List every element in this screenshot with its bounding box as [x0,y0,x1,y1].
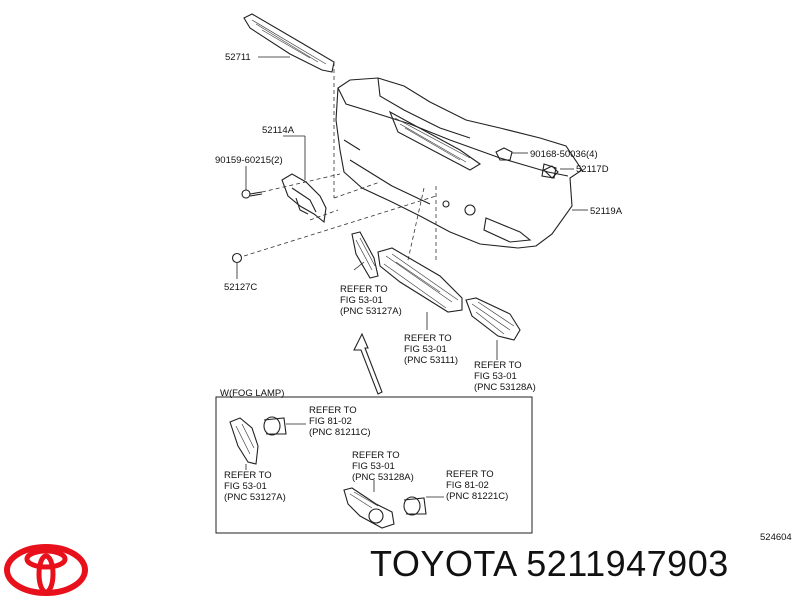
part-52114A-bracket [281,173,327,224]
label-52114A: 52114A [262,125,295,136]
fog-grille-left [229,417,259,465]
fog-ref-81211C: REFER TO FIG 81-02 (PNC 81211C) [309,405,371,438]
label-90159: 90159-60215(2) [215,155,283,166]
label-90168: 90168-50036(4) [530,149,598,160]
fog-lamp-variant-box [215,396,533,534]
fog-ref-53127A: REFER TO FIG 53-01 (PNC 53127A) [224,470,286,503]
toyota-logo-icon [4,544,88,596]
figure-id: 524604 [760,532,792,540]
label-52117D: 52117D [576,164,609,175]
grille-center-53111 [377,247,463,313]
ref-label-53128A: REFER TO FIG 53-01 (PNC 53128A) [474,360,536,393]
grille-left-53127A [351,231,379,279]
screw-90159 [241,189,263,199]
parts-diagram: 52711 52119A 90168-50036(4) 52117D 52114… [215,13,792,540]
fog-lamp-title: W(FOG LAMP) [220,388,284,399]
fog-lamp-right [403,496,427,516]
clip-90168 [495,147,513,161]
clip-52127C [231,252,243,264]
fog-ref-53128A: REFER TO FIG 53-01 (PNC 53128A) [352,450,414,483]
part-52711-molding [243,13,335,73]
brand-part-number-title: TOYOTA 5211947903 [370,543,729,584]
assembly-guide-lines [243,62,437,261]
grille-right-53128A [465,297,521,341]
part-52119A-bumper-cover [335,77,583,249]
label-52711: 52711 [225,52,251,63]
fog-lamp-left [263,416,287,436]
ref-label-53127A: REFER TO FIG 53-01 (PNC 53127A) [340,284,402,317]
plug-52117D [543,165,559,179]
fog-grille-right [343,487,395,529]
label-52119A: 52119A [590,206,623,217]
ref-label-53111: REFER TO FIG 53-01 (PNC 53111) [404,333,458,366]
variant-arrow [353,332,383,395]
fog-ref-81221C: REFER TO FIG 81-02 (PNC 81221C) [446,469,508,502]
label-52127C: 52127C [224,282,257,293]
